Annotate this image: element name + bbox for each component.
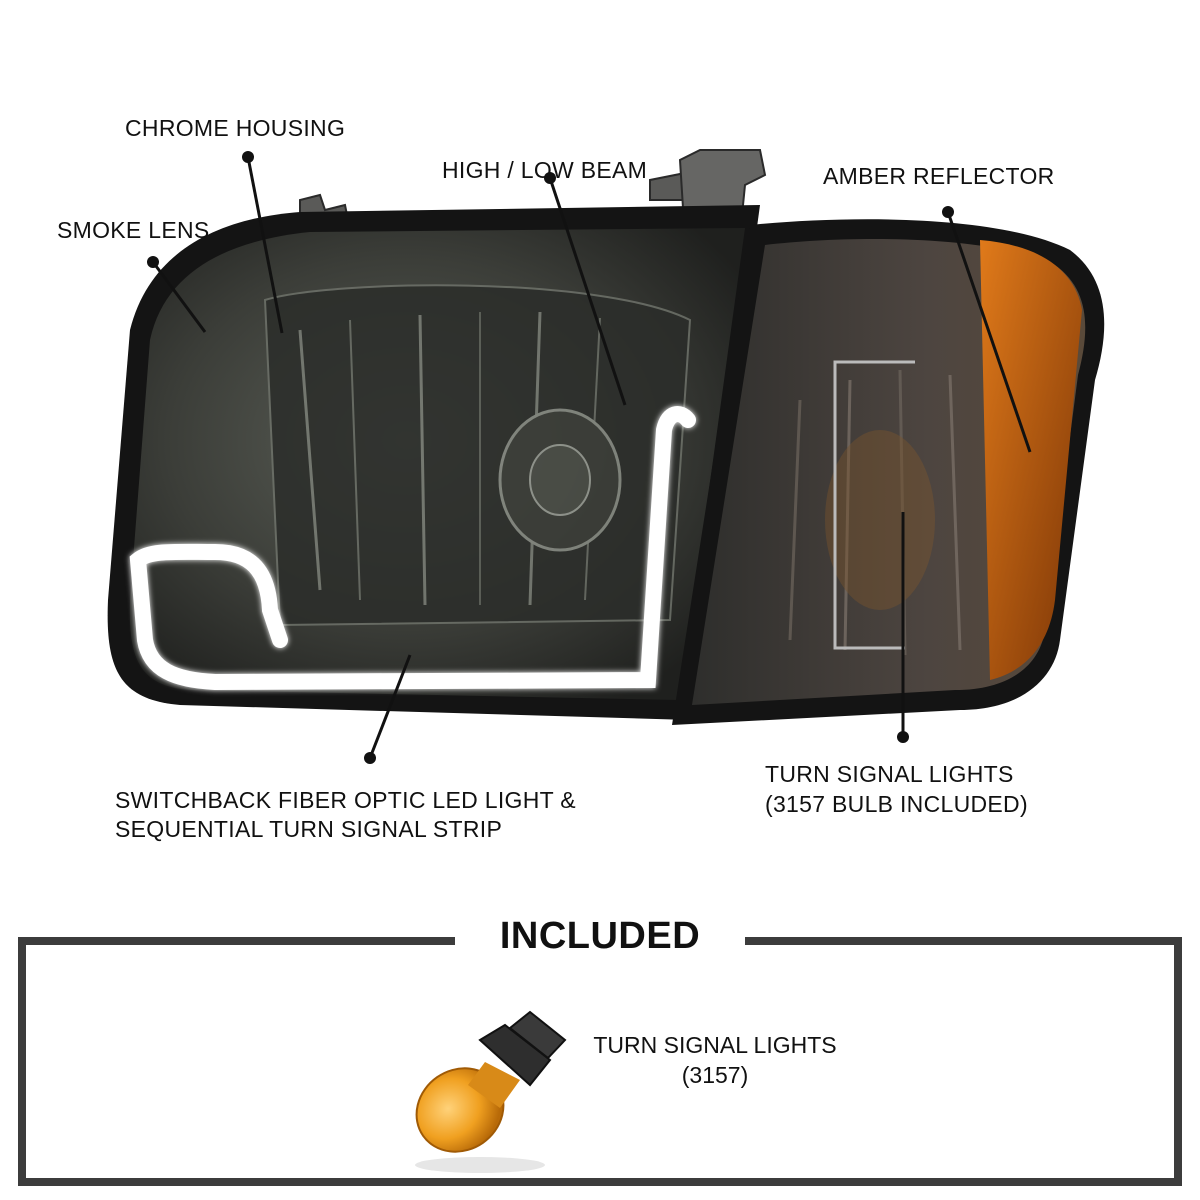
included-item-caption: TURN SIGNAL LIGHTS (3157) (575, 1030, 855, 1090)
leader-dots (147, 151, 954, 764)
callout-turn-signal-line2: (3157 BULB INCLUDED) (765, 791, 1028, 817)
callout-amber-reflector: AMBER REFLECTOR (823, 163, 1055, 189)
included-item-line2: (3157) (681, 1062, 749, 1088)
callout-high-low-beam: HIGH / LOW BEAM (442, 157, 648, 183)
leader-lines (151, 156, 1032, 759)
included-title: INCLUDED (499, 915, 701, 957)
turn-signal-bracket (833, 360, 915, 650)
callout-smoke-lens: SMOKE LENS (57, 217, 210, 243)
included-item-line1: TURN SIGNAL LIGHTS (593, 1032, 837, 1058)
included-box-border (18, 937, 1182, 1186)
bulb-3157-icon (415, 1010, 567, 1173)
amber-reflector (980, 240, 1082, 680)
callout-chrome-housing: CHROME HOUSING (125, 115, 346, 141)
projector-reflector (263, 284, 692, 627)
callout-fiber-optic-line1: SWITCHBACK FIBER OPTIC LED LIGHT & (115, 787, 576, 813)
callout-fiber-optic-line2: SEQUENTIAL TURN SIGNAL STRIP (115, 816, 503, 842)
callout-turn-signal-line1: TURN SIGNAL LIGHTS (765, 761, 1014, 787)
fiber-optic-led-strip (129, 406, 696, 691)
